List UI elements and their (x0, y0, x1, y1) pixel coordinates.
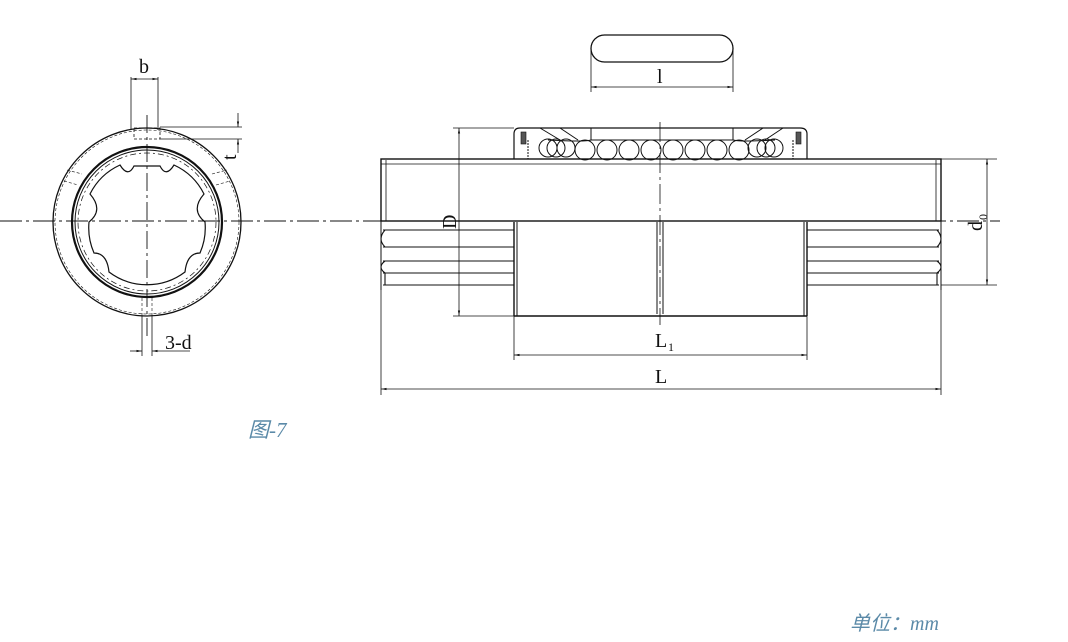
d0-label: d 0 (965, 214, 990, 231)
key-part (590, 34, 734, 63)
retainer-ring (74, 149, 220, 295)
shaft-lower-right (807, 221, 942, 290)
bearing-section (513, 127, 808, 161)
svg-text:0: 0 (976, 214, 990, 220)
bearing-outer-sleeve (513, 222, 808, 317)
figure-caption: 图-7 (248, 418, 287, 442)
keyway-slot (133, 127, 161, 140)
D-label: D (439, 215, 461, 229)
shaft-lower-left (380, 221, 514, 290)
l-label: l (657, 66, 663, 88)
svg-text:L: L (655, 330, 667, 352)
svg-text:1: 1 (668, 340, 674, 354)
unit-label: 单位：mm (850, 613, 939, 635)
retainer-ring-dashed (77, 152, 217, 292)
retainer-ring-thick (70, 145, 224, 299)
inner-bore-profile (88, 164, 206, 286)
L-label: L (655, 366, 667, 388)
svg-text:d: d (965, 221, 987, 231)
hole-count-label: 3-d (165, 332, 192, 354)
b-label: b (139, 56, 149, 78)
side-view (380, 34, 997, 395)
outer-ring-inner (54, 129, 240, 315)
t-label: t (219, 154, 241, 160)
shaft-upper (380, 158, 942, 222)
L1-label: L 1 (655, 330, 674, 354)
end-view (0, 77, 1000, 356)
